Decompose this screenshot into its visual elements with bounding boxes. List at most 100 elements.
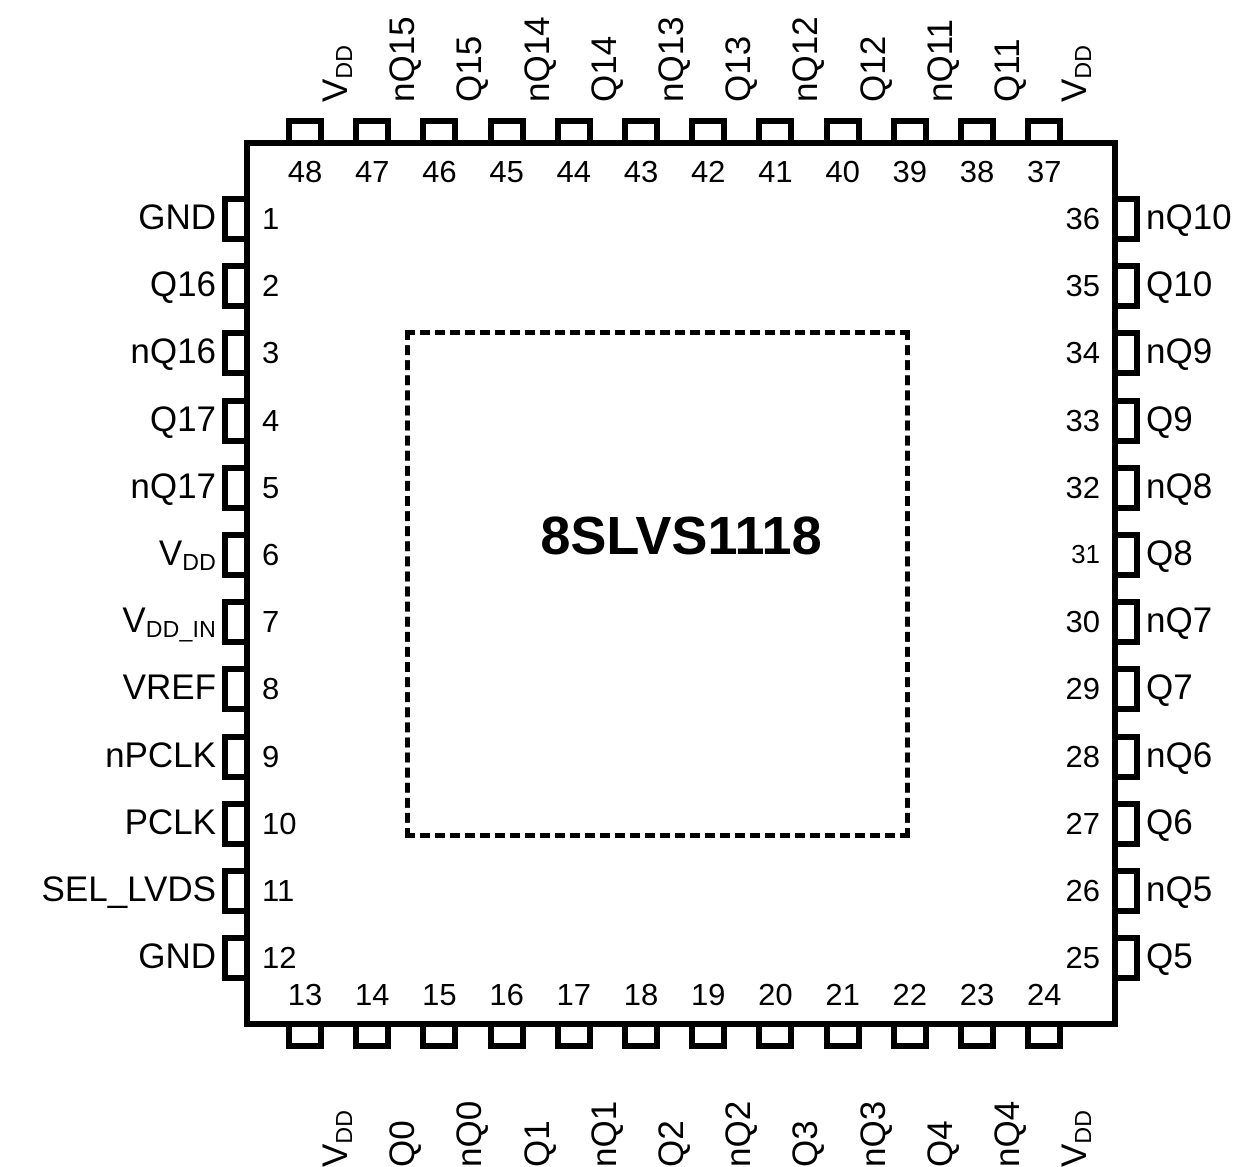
pin-7-number: 7 bbox=[262, 604, 280, 640]
pin-39-number: 39 bbox=[892, 154, 928, 189]
pin-47-number: 47 bbox=[354, 154, 390, 189]
pin-37-lead bbox=[1025, 118, 1064, 146]
pin-1-lead bbox=[222, 196, 250, 242]
pin-43-number: 43 bbox=[623, 154, 659, 189]
pin-11-number: 11 bbox=[262, 873, 295, 908]
pin-6-label: VDD bbox=[158, 534, 216, 576]
pin-26-number: 26 bbox=[1065, 873, 1100, 908]
pin-13-number: 13 bbox=[287, 977, 323, 1012]
pin-45-lead bbox=[487, 118, 526, 146]
pin-32-lead bbox=[1112, 464, 1140, 511]
pin-27-number: 27 bbox=[1065, 805, 1100, 841]
pin-7-lead bbox=[222, 599, 250, 646]
pin-46-label: Q15 bbox=[450, 35, 490, 102]
pin-48-number: 48 bbox=[287, 154, 323, 189]
pin-21-lead bbox=[823, 1021, 862, 1049]
pin-12-label: GND bbox=[138, 937, 216, 977]
pin-9-lead bbox=[222, 733, 250, 780]
pin-17-number: 17 bbox=[556, 977, 592, 1012]
pin-15-label: nQ0 bbox=[450, 1100, 490, 1167]
pin-18-number: 18 bbox=[623, 977, 659, 1012]
pin-19-label: nQ2 bbox=[719, 1100, 759, 1167]
pin-17-lead bbox=[554, 1021, 593, 1049]
pin-10-lead bbox=[222, 800, 250, 847]
pin-40-label: Q12 bbox=[853, 35, 893, 102]
pin-48-label: VDD bbox=[316, 44, 358, 102]
pin-6-lead bbox=[222, 532, 250, 578]
pin-47-lead bbox=[353, 118, 392, 146]
part-number-label: 8SLVS1118 bbox=[540, 506, 822, 566]
pin-5-number: 5 bbox=[262, 469, 280, 505]
pin-36-label: nQ10 bbox=[1146, 198, 1232, 237]
pin-44-lead bbox=[554, 118, 593, 146]
pin-31-lead bbox=[1112, 532, 1140, 578]
pin-15-lead bbox=[420, 1021, 459, 1049]
pin-32-number: 32 bbox=[1065, 469, 1100, 505]
pin-20-number: 20 bbox=[758, 977, 793, 1012]
pin-28-lead bbox=[1112, 733, 1140, 780]
pin-31-label: Q8 bbox=[1146, 534, 1193, 573]
thermal-pad-dashed-outline bbox=[405, 330, 910, 838]
pin-44-label: Q14 bbox=[584, 35, 624, 102]
pin-3-number: 3 bbox=[262, 335, 280, 371]
pin-26-lead bbox=[1112, 868, 1140, 914]
pin-2-label: Q16 bbox=[149, 265, 216, 305]
pin-40-number: 40 bbox=[825, 154, 860, 189]
pin-27-lead bbox=[1112, 800, 1140, 847]
pin-17-label: nQ1 bbox=[584, 1100, 624, 1167]
pin-25-lead bbox=[1112, 935, 1140, 982]
pin-42-label: Q13 bbox=[719, 35, 759, 102]
pin-31-number: 31 bbox=[1071, 539, 1100, 569]
pin-38-label: Q11 bbox=[988, 38, 1027, 102]
pin-30-number: 30 bbox=[1065, 604, 1100, 640]
package-body-outline bbox=[244, 140, 1118, 1027]
pin-42-lead bbox=[689, 118, 728, 146]
pin-33-number: 33 bbox=[1065, 402, 1100, 438]
pin-23-lead bbox=[958, 1021, 996, 1049]
pin-48-lead bbox=[286, 118, 324, 146]
pin-5-label: nQ17 bbox=[130, 466, 216, 506]
pin-46-lead bbox=[420, 118, 459, 146]
pin-29-label: Q7 bbox=[1146, 668, 1193, 708]
pin-8-lead bbox=[222, 666, 250, 713]
pin-41-number: 41 bbox=[758, 154, 793, 189]
pin-20-lead bbox=[756, 1021, 795, 1049]
pin-14-number: 14 bbox=[354, 977, 390, 1012]
pin-2-lead bbox=[222, 263, 250, 310]
pin-6-number: 6 bbox=[262, 537, 280, 572]
pin-35-number: 35 bbox=[1065, 268, 1100, 304]
pin-46-number: 46 bbox=[422, 154, 457, 189]
pin-24-number: 24 bbox=[1026, 977, 1062, 1012]
pin-5-lead bbox=[222, 464, 250, 511]
pin-27-label: Q6 bbox=[1146, 802, 1193, 842]
pin-4-label: Q17 bbox=[149, 399, 216, 439]
pin-3-lead bbox=[222, 330, 250, 377]
pin-16-lead bbox=[487, 1021, 526, 1049]
pin-39-lead bbox=[890, 118, 929, 146]
pin-35-label: Q10 bbox=[1146, 265, 1213, 305]
pin-7-label: VDD_IN bbox=[122, 601, 216, 643]
pin-28-label: nQ6 bbox=[1146, 735, 1213, 775]
pin-21-number: 21 bbox=[825, 977, 860, 1012]
pin-20-label: Q3 bbox=[786, 1120, 826, 1167]
pin-9-number: 9 bbox=[262, 738, 280, 774]
pin-1-number: 1 bbox=[262, 201, 280, 236]
pin-24-lead bbox=[1025, 1021, 1064, 1049]
pin-22-number: 22 bbox=[892, 977, 928, 1012]
pin-43-lead bbox=[622, 118, 660, 146]
pin-37-number: 37 bbox=[1026, 154, 1062, 189]
pin-32-label: nQ8 bbox=[1146, 466, 1213, 506]
pin-45-number: 45 bbox=[489, 154, 524, 189]
pin-13-lead bbox=[286, 1021, 324, 1049]
pin-8-number: 8 bbox=[262, 671, 280, 707]
pin-2-number: 2 bbox=[262, 268, 280, 304]
pin-11-label: SEL_LVDS bbox=[41, 870, 216, 909]
pin-1-label: GND bbox=[138, 198, 216, 237]
pin-47-label: nQ15 bbox=[383, 16, 423, 102]
pin-38-lead bbox=[958, 118, 996, 146]
pin-45-label: nQ14 bbox=[517, 16, 557, 102]
pin-16-number: 16 bbox=[489, 977, 524, 1012]
pin-41-label: nQ12 bbox=[786, 16, 826, 102]
pin-38-number: 38 bbox=[959, 154, 995, 189]
